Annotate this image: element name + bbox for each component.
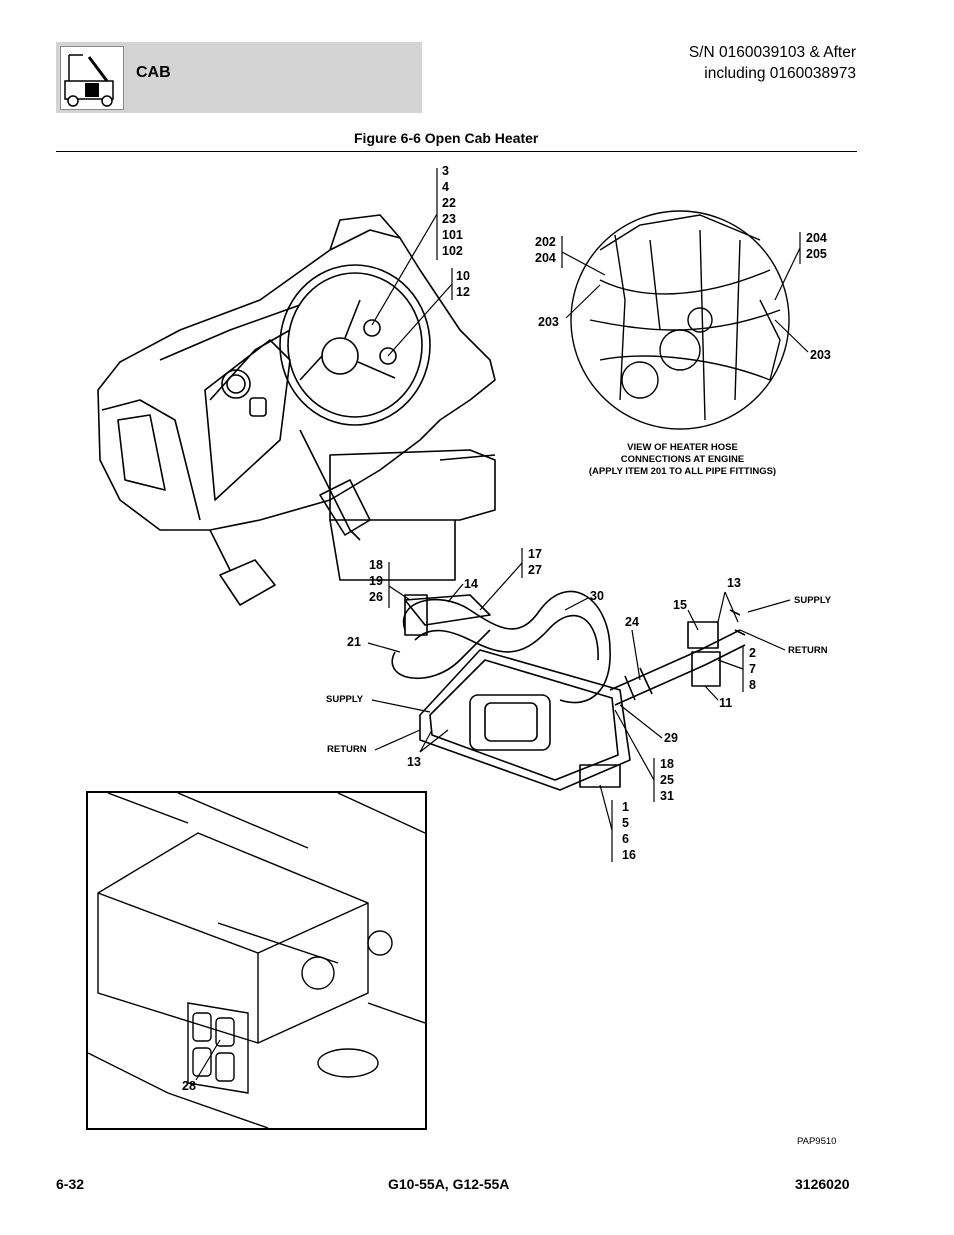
callout-11: 11 — [719, 696, 733, 710]
callout-21: 21 — [347, 635, 361, 649]
inset-heater-illustration — [87, 792, 426, 1129]
callout-2-7-8: 2 7 8 — [749, 646, 756, 692]
callout-30: 30 — [590, 589, 604, 603]
callout-engine-right-top: 204 205 — [806, 231, 827, 261]
callout-18-19-26: 18 19 26 — [369, 558, 383, 604]
serial-line-2: including 0160038973 — [704, 65, 856, 82]
callout-engine-left-bottom: 203 — [538, 315, 559, 329]
callout-18-25-31: 18 25 31 — [660, 757, 674, 803]
label-return-left: RETURN — [327, 744, 367, 755]
header-rule — [56, 151, 857, 152]
serial-line-1: S/N 0160039103 & After — [688, 44, 856, 61]
model-numbers: G10-55A, G12-55A — [388, 1176, 510, 1192]
figure-title: Figure 6-6 Open Cab Heater — [354, 130, 539, 146]
page-number: 6-32 — [56, 1176, 85, 1192]
label-supply-right: SUPPLY — [794, 595, 832, 606]
label-supply-left: SUPPLY — [326, 694, 364, 705]
callout-24: 24 — [625, 615, 639, 629]
serial-number-range: S/N 0160039103 & After including 0160038… — [689, 42, 856, 84]
callout-dash-lower: 10 12 — [456, 269, 470, 299]
inset-view-frame — [86, 791, 427, 1130]
section-title: CAB — [136, 64, 171, 81]
callout-14: 14 — [464, 577, 478, 591]
callout-17-27: 17 27 — [528, 547, 542, 577]
document-number: 3126020 — [795, 1176, 850, 1192]
callout-15: 15 — [673, 598, 687, 612]
callout-28: 28 — [182, 1079, 196, 1093]
callout-engine-right-bottom: 203 — [810, 348, 831, 362]
callout-1-5-6-16: 1 5 6 16 — [622, 800, 636, 862]
callout-dash-upper: 3 4 22 23 101 102 — [442, 164, 463, 258]
engine-view-note: VIEW OF HEATER HOSE CONNECTIONS AT ENGIN… — [560, 442, 805, 478]
drawing-id: PAP9510 — [797, 1136, 837, 1147]
engine-view-note-text: VIEW OF HEATER HOSE CONNECTIONS AT ENGIN… — [588, 442, 777, 477]
callout-29: 29 — [664, 731, 678, 745]
label-return-right: RETURN — [788, 645, 828, 656]
callout-13-bottom: 13 — [407, 755, 421, 769]
callout-13-top: 13 — [727, 576, 741, 590]
forklift-section-icon — [60, 46, 124, 110]
callout-engine-left-top: 202 204 — [535, 235, 556, 265]
